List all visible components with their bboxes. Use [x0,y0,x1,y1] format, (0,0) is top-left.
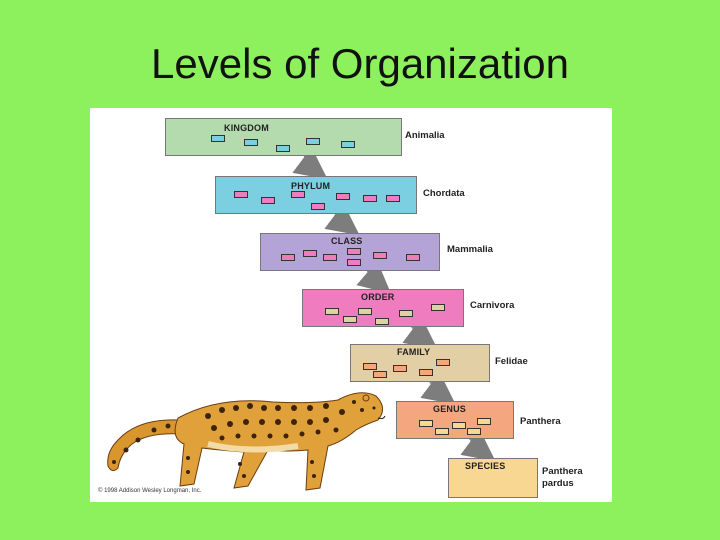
kingdom-taxon: Animalia [405,130,445,141]
phylum-label: PHYLUM [291,181,331,191]
species-label: SPECIES [465,461,506,471]
class-box: CLASS [260,233,440,271]
family-taxon: Felidae [495,356,528,367]
order-label: ORDER [361,292,395,302]
family-box: FAMILY [350,344,490,382]
order-box: ORDER [302,289,464,327]
order-taxon: Carnivora [470,300,515,311]
genus-taxon: Panthera [520,416,561,427]
kingdom-label: KINGDOM [224,123,269,133]
family-label: FAMILY [397,347,431,357]
class-taxon: Mammalia [447,244,493,255]
genus-label: GENUS [433,404,467,414]
phylum-taxon: Chordata [423,188,465,199]
class-label: CLASS [331,236,363,246]
genus-box: GENUS [396,401,514,439]
slide-title: Levels of Organization [151,40,569,87]
leopard-illustration [107,392,386,491]
species-box: SPECIES [448,458,538,498]
kingdom-box: KINGDOM [165,118,402,156]
phylum-box: PHYLUM [215,176,417,214]
species-taxon: Panthera pardus [542,466,583,489]
taxonomy-diagram: KINGDOM Animalia PHYLUM Chordata CLASS M… [90,108,612,502]
copyright-notice: © 1998 Addison Wesley Longman, Inc. [98,488,202,494]
